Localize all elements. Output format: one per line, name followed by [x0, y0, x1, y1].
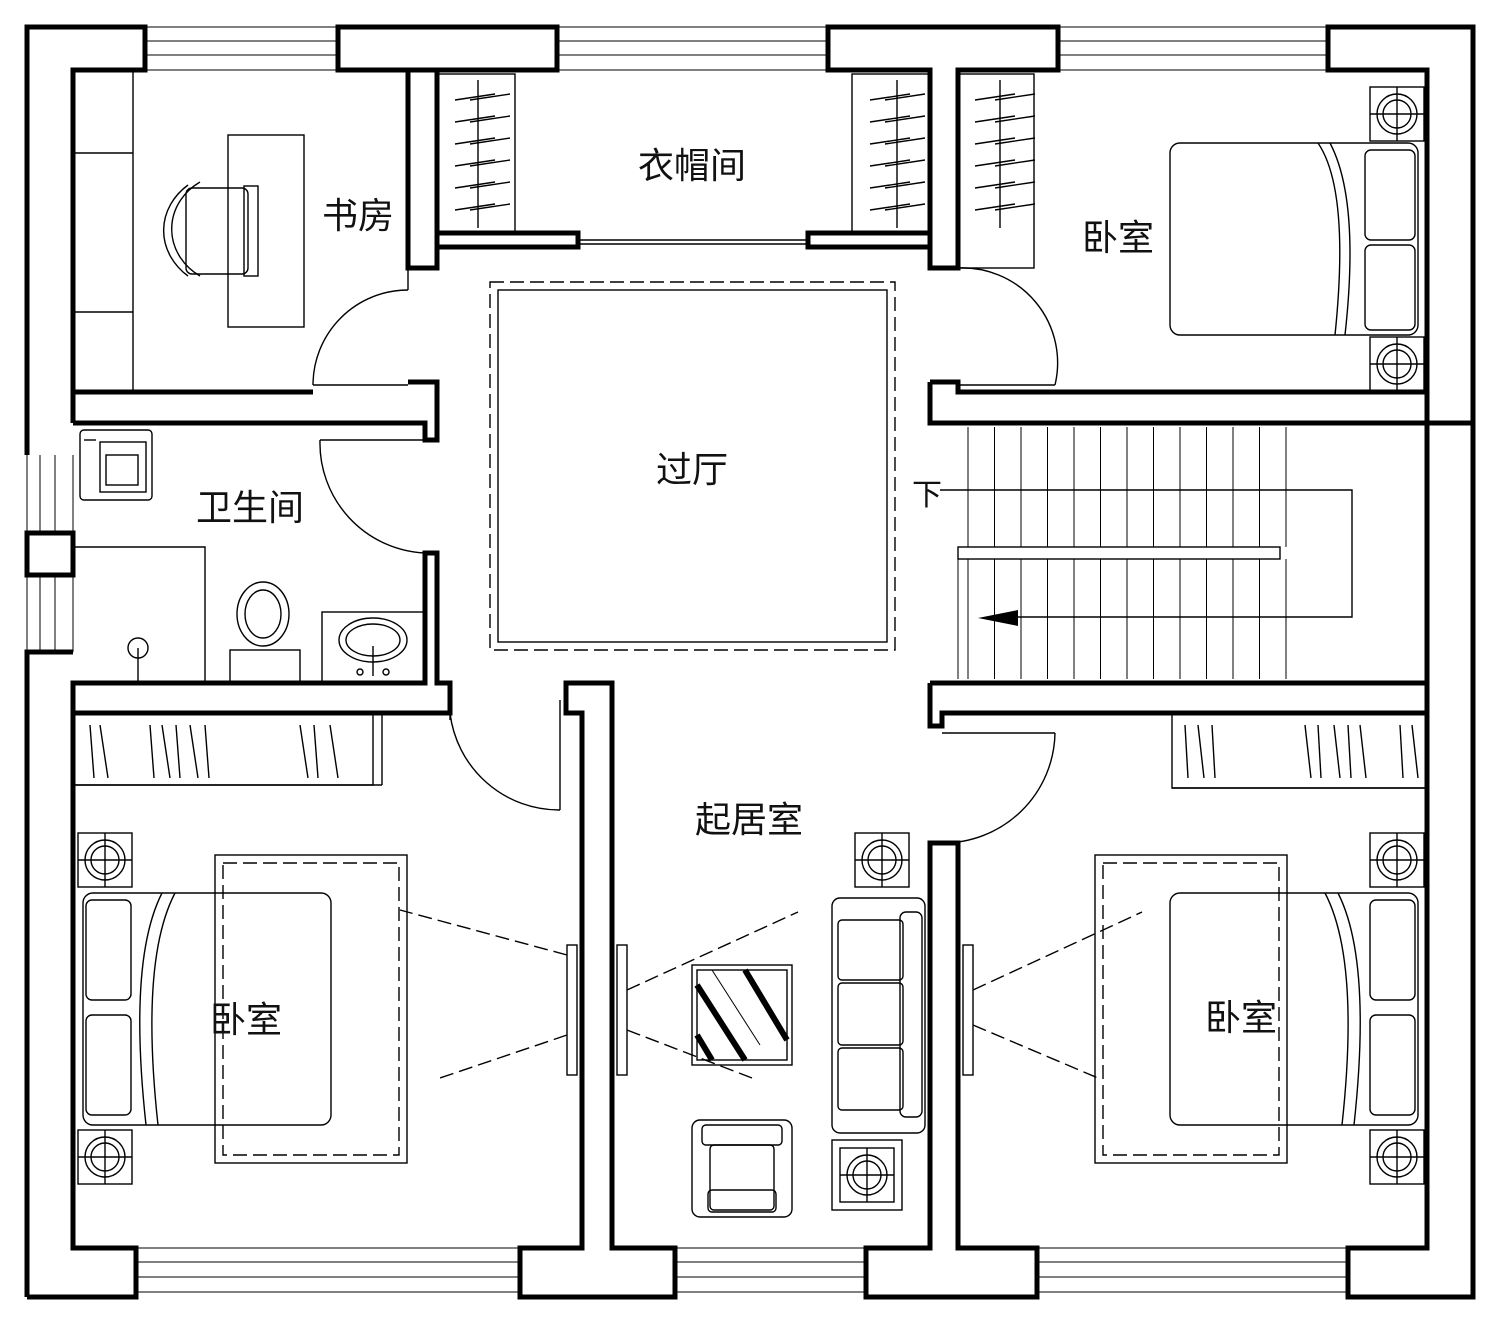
- hanger: [869, 203, 911, 211]
- hanger: [884, 203, 926, 211]
- washing-machine-icon: [79, 429, 153, 501]
- exterior-walls: [24, 24, 1476, 1300]
- hanger: [994, 181, 1036, 189]
- hanger: [175, 724, 181, 779]
- hall-label: 过厅: [656, 450, 728, 491]
- armchair-icon: [691, 1119, 793, 1218]
- sofa-icon: [831, 897, 926, 1134]
- hanger: [869, 115, 911, 123]
- wardrobe-icon: [436, 73, 1035, 269]
- wardrobe-hangers: [454, 80, 1036, 228]
- hanger: [204, 724, 210, 779]
- hanger: [884, 159, 926, 167]
- hanger: [189, 724, 199, 779]
- study-furniture: [72, 69, 305, 393]
- bathroom-label: 卫生间: [196, 488, 304, 529]
- hanger: [149, 724, 155, 779]
- hanger: [1184, 724, 1189, 779]
- bed-icon: [82, 854, 408, 1164]
- hanger: [869, 93, 911, 101]
- hanger: [454, 137, 496, 145]
- window-icon: [26, 26, 1348, 1293]
- tv-icon: [616, 911, 799, 1079]
- hanger: [454, 203, 496, 211]
- hanger: [884, 181, 926, 189]
- desk-icon: [227, 134, 305, 328]
- wardrobe-hangers: [89, 724, 339, 779]
- hanger: [469, 93, 511, 101]
- hanger: [469, 115, 511, 123]
- study-label: 书房: [322, 196, 394, 237]
- hanger: [994, 203, 1036, 211]
- tv-icon: [399, 909, 578, 1079]
- hanger: [869, 137, 911, 145]
- hanger: [329, 724, 339, 779]
- stair-treads: [957, 427, 1287, 679]
- hanger: [454, 93, 496, 101]
- bedroom-sw-label: 卧室: [210, 1000, 282, 1041]
- hanger: [884, 93, 926, 101]
- hanger: [469, 203, 511, 211]
- stairs-down-label: 下: [912, 478, 942, 513]
- bedroom-se-label: 卧室: [1205, 998, 1277, 1039]
- hanger: [161, 724, 171, 779]
- hanger: [974, 159, 1016, 167]
- hanger: [469, 159, 511, 167]
- coffee-table-icon: [691, 964, 793, 1066]
- hanger: [454, 115, 496, 123]
- hanger: [1347, 724, 1352, 779]
- hanger: [469, 181, 511, 189]
- hanger: [974, 115, 1016, 123]
- hanger: [869, 159, 911, 167]
- wardrobe-hangers: [1184, 724, 1419, 779]
- hanger: [1399, 724, 1404, 779]
- hall-ceiling-outline: [489, 281, 896, 651]
- hanger: [1304, 724, 1312, 779]
- floor-drain-icon: [73, 546, 206, 683]
- stair-handrail: [940, 489, 1353, 618]
- bedroom-ne-label: 卧室: [1082, 218, 1154, 259]
- hanger: [869, 181, 911, 189]
- chair-icon: [162, 181, 259, 277]
- tv-icon: [962, 911, 1143, 1079]
- nightstand-lamp-icon: [1369, 832, 1425, 1185]
- hanger: [99, 724, 109, 779]
- hanger: [974, 181, 1016, 189]
- door-swing-icon: [312, 239, 1059, 844]
- hanger: [1197, 724, 1205, 779]
- wardrobe-icon: [72, 712, 383, 786]
- hanger: [994, 93, 1036, 101]
- toilet-icon: [229, 581, 301, 684]
- hanger: [89, 724, 95, 779]
- hanger: [884, 115, 926, 123]
- nightstand-lamp-icon: [1369, 86, 1425, 392]
- cloakroom-label: 衣帽间: [638, 146, 746, 187]
- hanger: [974, 137, 1016, 145]
- bed-icon: [1169, 142, 1419, 336]
- hanger: [313, 724, 319, 779]
- hanger: [299, 724, 309, 779]
- living-label: 起居室: [695, 800, 803, 841]
- hanger: [994, 137, 1036, 145]
- hanger: [454, 159, 496, 167]
- hanger: [1333, 724, 1341, 779]
- sink-icon: [321, 611, 426, 684]
- wardrobe-icon: [1171, 712, 1428, 789]
- nightstand-lamp-icon: [77, 832, 133, 1185]
- hanger: [974, 93, 1016, 101]
- hanger: [974, 203, 1016, 211]
- nightstand-lamp-icon: [831, 832, 910, 1211]
- hanger: [469, 137, 511, 145]
- hanger: [1411, 724, 1419, 779]
- hanger: [1211, 724, 1216, 779]
- hanger: [454, 181, 496, 189]
- stair-direction-arrow-icon: [978, 610, 1018, 626]
- hanger: [994, 159, 1036, 167]
- hanger: [1317, 724, 1322, 779]
- hanger: [994, 115, 1036, 123]
- bed-icon: [1094, 854, 1419, 1164]
- hanger: [884, 137, 926, 145]
- hanger: [1359, 724, 1367, 779]
